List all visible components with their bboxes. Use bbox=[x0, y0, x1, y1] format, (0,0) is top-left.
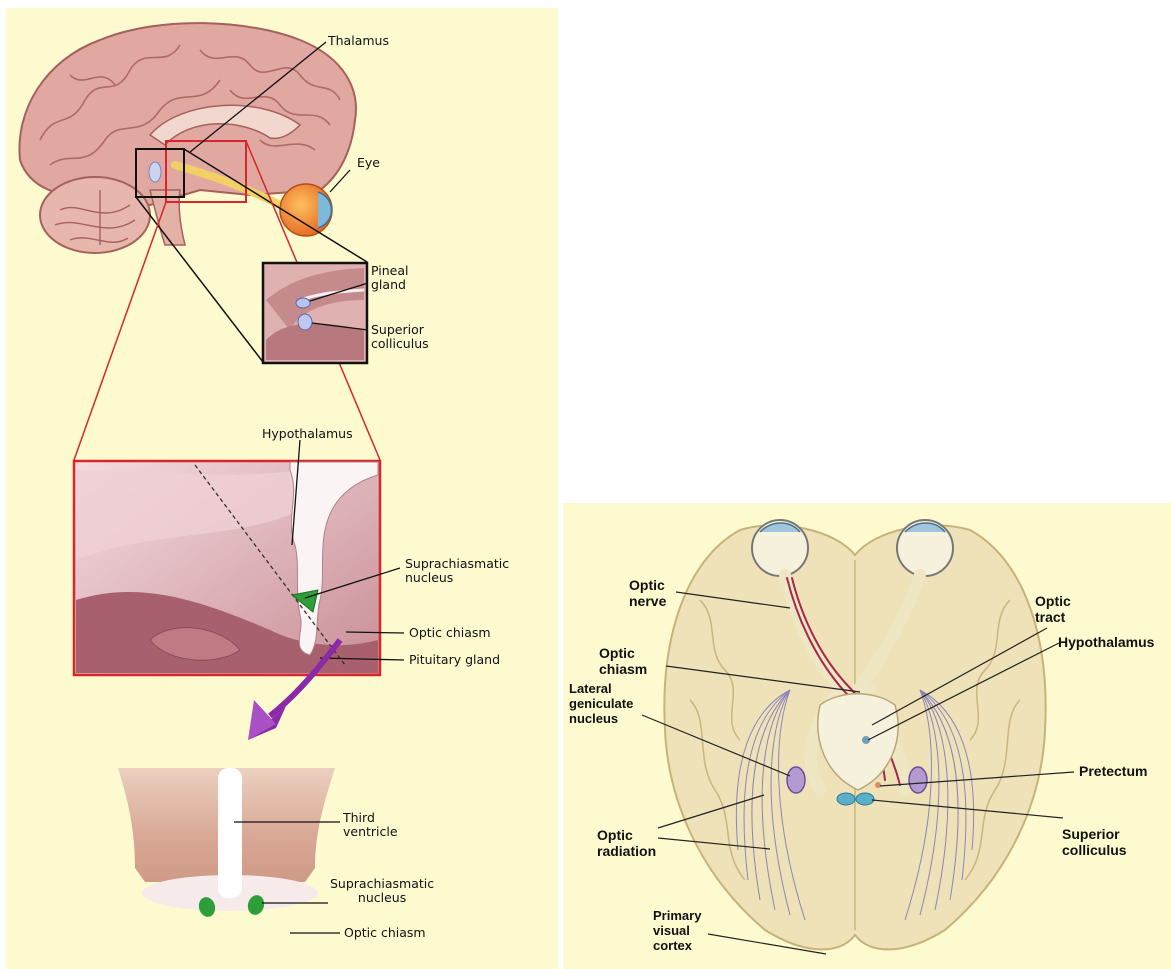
label-optic-chiasm: Optic chiasm bbox=[409, 626, 491, 640]
hypothalamus-inset bbox=[74, 440, 404, 675]
label-optic-chiasm: Optic chiasm bbox=[599, 645, 647, 677]
label-superior-colliculus-right: Superior colliculus bbox=[1062, 826, 1127, 858]
label-optic-chiasm-2: Optic chiasm bbox=[344, 926, 426, 940]
label-hypothalamus: Hypothalamus bbox=[262, 427, 353, 441]
label-pineal-gland: Pineal gland bbox=[371, 264, 408, 293]
inferior-brain bbox=[664, 520, 1045, 949]
sagittal-brain bbox=[19, 23, 355, 253]
label-lateral-geniculate-nucleus: Lateral geniculate nucleus bbox=[569, 682, 633, 727]
label-pituitary-gland: Pituitary gland bbox=[409, 653, 500, 667]
label-suprachiasmatic-nucleus: Suprachiasmatic nucleus bbox=[405, 557, 509, 586]
label-optic-tract: Optic tract bbox=[1035, 593, 1071, 625]
label-primary-visual-cortex: Primary visual cortex bbox=[653, 909, 701, 954]
label-suprachiasmatic-nucleus-2: Suprachiasmatic nucleus bbox=[330, 877, 434, 906]
label-thalamus: Thalamus bbox=[328, 34, 389, 48]
label-hypothalamus-right: Hypothalamus bbox=[1058, 634, 1154, 650]
label-superior-colliculus: Superior colliculus bbox=[371, 323, 429, 352]
label-optic-radiation: Optic radiation bbox=[597, 827, 656, 859]
label-eye: Eye bbox=[357, 156, 380, 170]
pineal-inset bbox=[263, 263, 368, 363]
cross-section bbox=[118, 768, 340, 933]
label-pretectum: Pretectum bbox=[1079, 763, 1147, 779]
label-optic-nerve: Optic nerve bbox=[629, 577, 666, 609]
label-third-ventricle: Third ventricle bbox=[343, 811, 398, 840]
